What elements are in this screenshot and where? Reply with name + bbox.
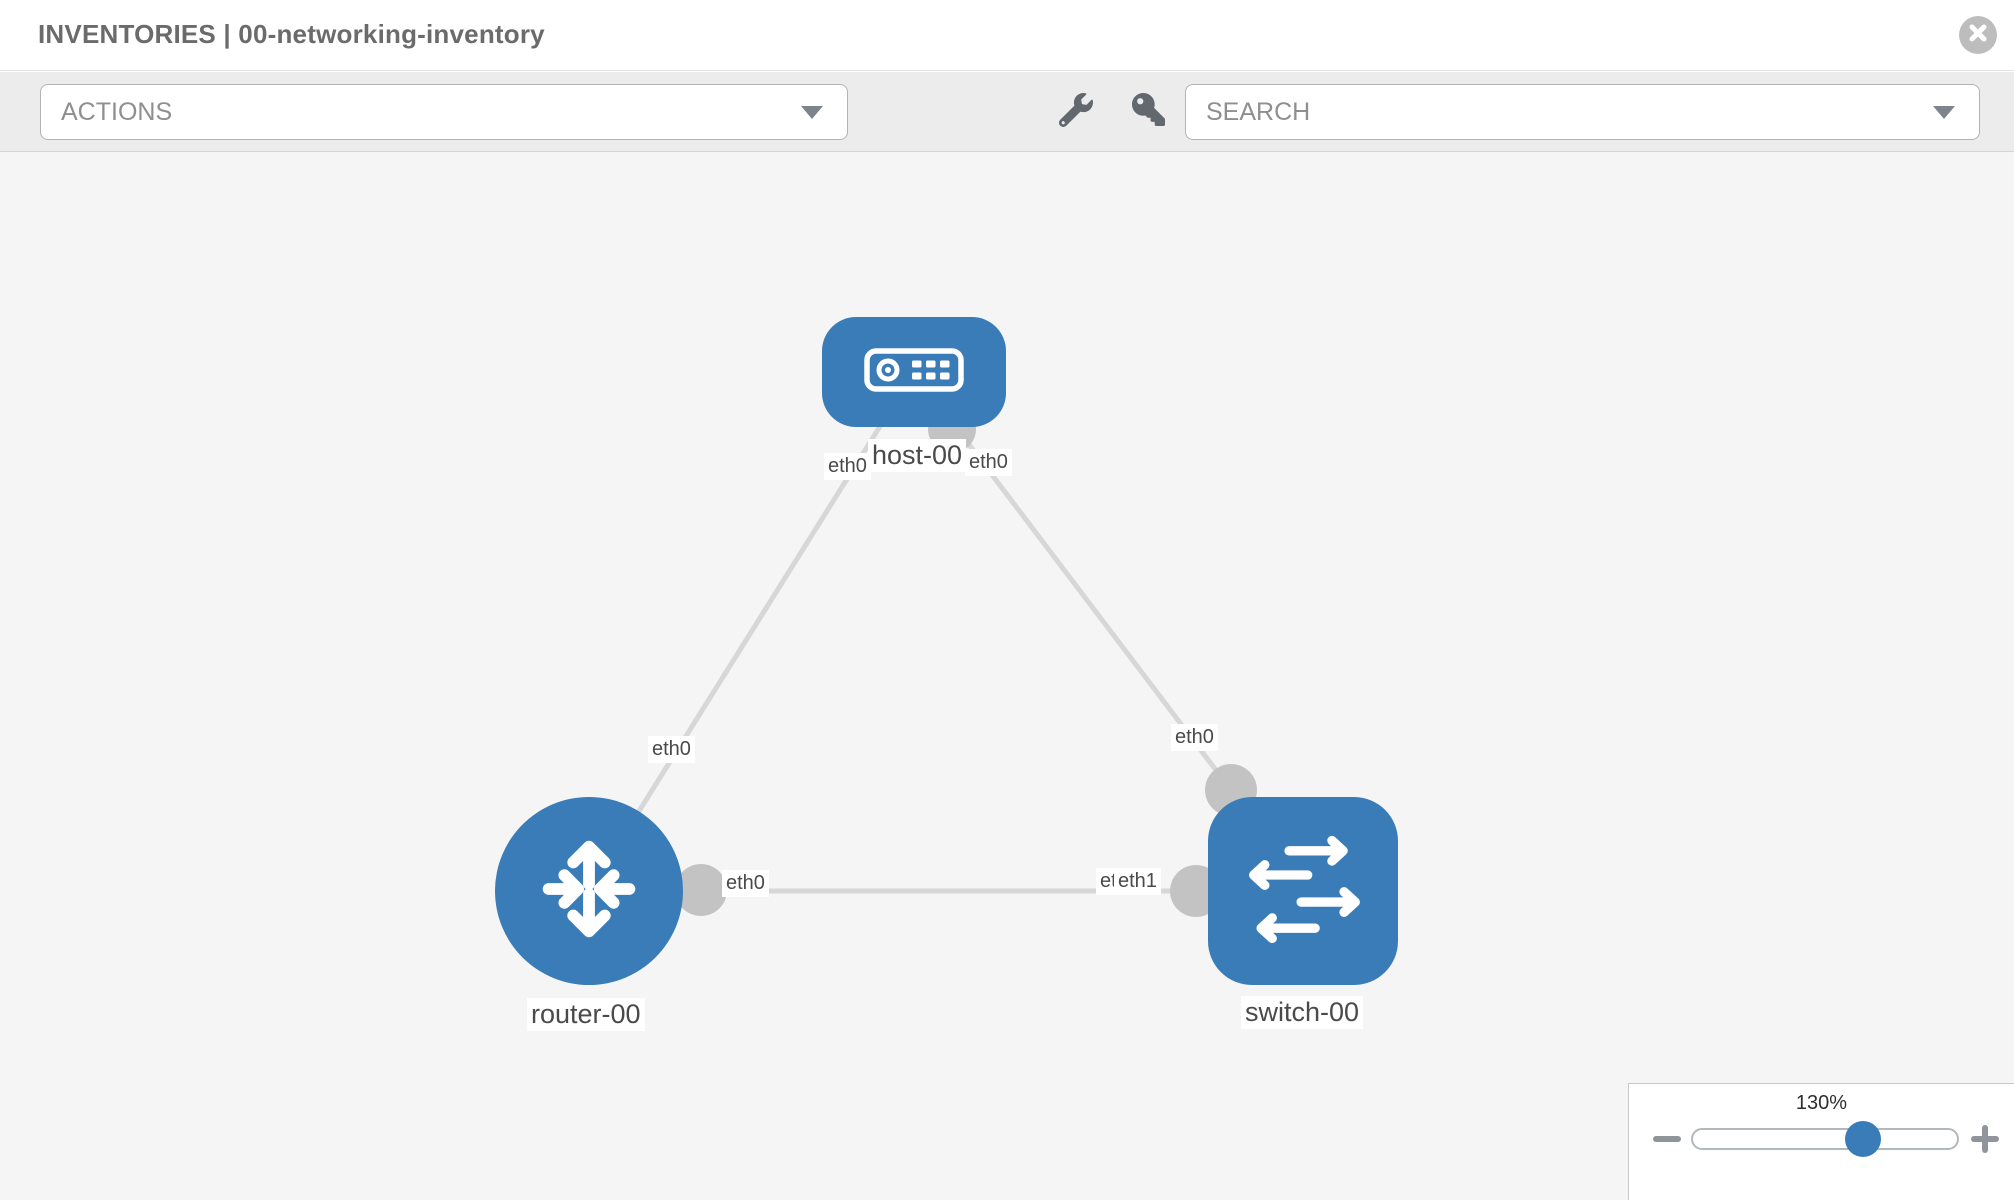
node-router-00[interactable] [495,797,683,985]
node-label-host-00: host-00 [868,439,967,472]
node-host-00[interactable] [822,317,1006,427]
close-button[interactable] [1959,16,1997,54]
key-icon [1131,93,1165,131]
router-icon [525,825,653,958]
zoom-control-panel: 130% [1628,1083,2014,1200]
interface-label-router-eth0-to-switch: eth0 [722,870,769,897]
zoom-in-button[interactable] [1971,1125,1999,1153]
search-dropdown-label: SEARCH [1206,97,1311,126]
credentials-button[interactable] [1118,72,1178,152]
caret-down-icon [1933,106,1955,119]
zoom-slider-thumb[interactable] [1845,1121,1881,1157]
interface-label-router-eth0-to-host: eth0 [648,736,695,763]
configure-button[interactable] [1046,72,1106,152]
switch-icon [1247,834,1360,949]
topology-canvas[interactable] [0,152,2014,1200]
zoom-slider-track[interactable] [1691,1128,1959,1150]
node-switch-00[interactable] [1208,797,1398,985]
actions-dropdown-label: ACTIONS [61,97,173,126]
page-title: INVENTORIES | 00-networking-inventory [38,19,545,49]
zoom-level-label: 130% [1795,1092,1848,1114]
zoom-out-button[interactable] [1653,1136,1681,1142]
toolbar: ACTIONS SEARCH [0,72,2014,152]
search-dropdown[interactable]: SEARCH [1185,84,1980,140]
node-label-switch-00: switch-00 [1241,996,1364,1029]
interface-label-switch-eth0-to-host: eth0 [1171,724,1218,751]
actions-dropdown[interactable]: ACTIONS [40,84,848,140]
interface-label-host-eth0-to-router: eth0 [824,453,871,480]
interface-label-host-eth0-to-switch: eth0 [965,449,1012,476]
wrench-icon [1058,92,1093,132]
interface-label-switch-eth1-to-router: eth1 [1114,868,1161,895]
header-bar: INVENTORIES | 00-networking-inventory [0,0,2014,71]
host-icon [864,347,964,397]
node-label-router-00: router-00 [527,998,645,1031]
caret-down-icon [801,106,823,119]
close-icon [1969,24,1987,47]
